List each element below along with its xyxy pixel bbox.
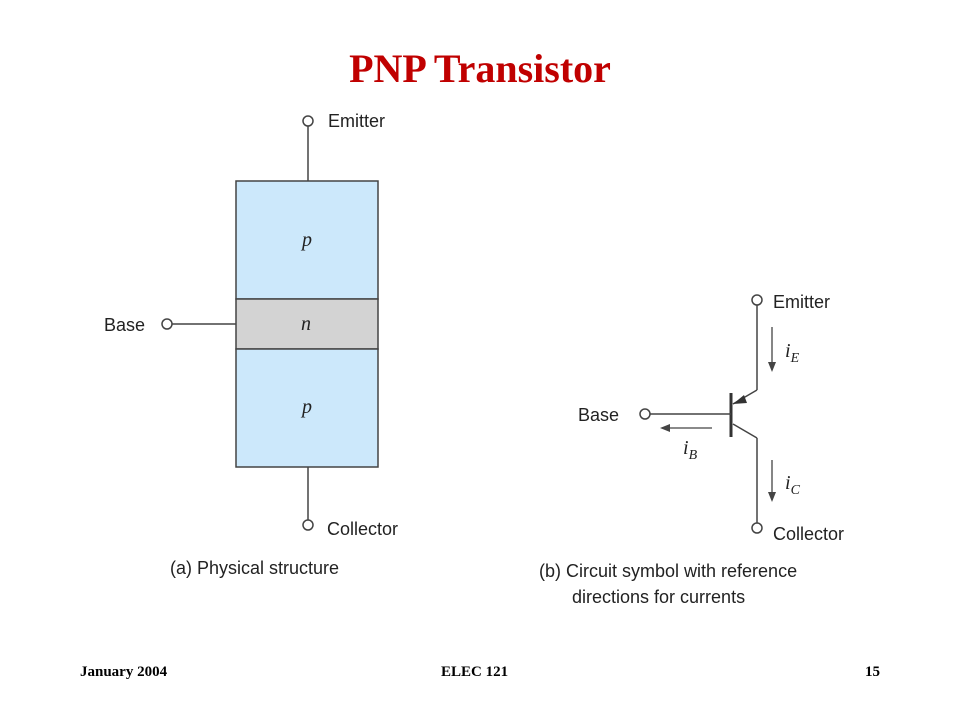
circuit-symbol: Emitter Base Collector iE iB bbox=[539, 292, 844, 607]
p-region-top bbox=[235, 180, 379, 300]
p-label-bottom: p bbox=[300, 396, 312, 418]
symbol-collector-label: Collector bbox=[773, 524, 844, 544]
ie-arrow-head bbox=[768, 362, 776, 372]
ic-label: iC bbox=[785, 472, 801, 498]
symbol-caption-line1: (b) Circuit symbol with reference bbox=[539, 561, 797, 581]
collector-terminal bbox=[302, 519, 314, 531]
emitter-terminal bbox=[302, 115, 314, 127]
symbol-base-terminal bbox=[639, 408, 651, 420]
base-terminal bbox=[161, 318, 173, 330]
symbol-caption-line2: directions for currents bbox=[572, 587, 745, 607]
collector-label: Collector bbox=[327, 519, 398, 539]
ie-label: iE bbox=[785, 340, 800, 366]
emitter-arrow bbox=[733, 395, 747, 404]
emitter-label: Emitter bbox=[328, 111, 385, 131]
p-region-bottom bbox=[235, 348, 379, 468]
footer-page-number: 15 bbox=[865, 664, 880, 680]
p-label-top: p bbox=[300, 229, 312, 251]
physical-caption: (a) Physical structure bbox=[170, 558, 339, 578]
ic-arrow-head bbox=[768, 492, 776, 502]
symbol-collector-diagonal bbox=[732, 423, 758, 439]
footer-date: January 2004 bbox=[80, 664, 168, 680]
physical-structure: Emitter p n p Base Collector (a) Physica… bbox=[104, 111, 398, 578]
n-label: n bbox=[301, 313, 311, 335]
symbol-emitter-terminal bbox=[751, 294, 763, 306]
ib-arrow-head bbox=[660, 424, 670, 432]
symbol-emitter-label: Emitter bbox=[773, 292, 830, 312]
ib-label: iB bbox=[683, 437, 698, 463]
base-label: Base bbox=[104, 315, 145, 335]
symbol-base-label: Base bbox=[578, 405, 619, 425]
footer-course: ELEC 121 bbox=[441, 664, 509, 680]
slide-title: PNP Transistor bbox=[349, 46, 611, 91]
symbol-collector-terminal bbox=[751, 522, 763, 534]
